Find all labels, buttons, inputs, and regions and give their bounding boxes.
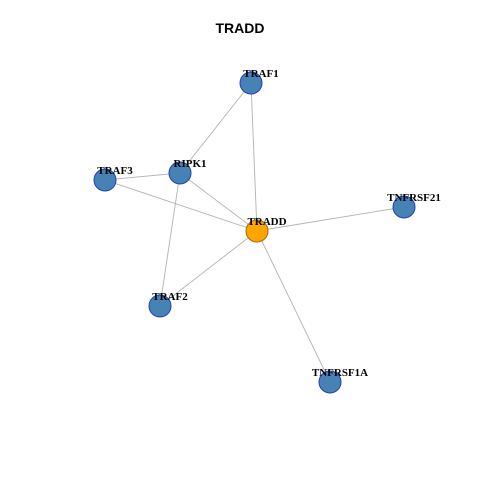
node-label-tnfrsf1a: TNFRSF1A — [312, 367, 368, 379]
graph-title: TRADD — [215, 20, 265, 36]
node-label-tradd: TRADD — [247, 216, 286, 228]
node-tnfrsf21[interactable] — [392, 195, 416, 219]
edge-layer — [104, 82, 405, 383]
node-layer — [93, 71, 416, 394]
edge-ripk1-tradd — [179, 172, 258, 232]
edge-ripk1-traf2 — [159, 172, 181, 307]
node-label-traf1: TRAF1 — [243, 68, 278, 80]
node-traf3[interactable] — [93, 168, 117, 192]
node-tnfrsf1a[interactable] — [318, 370, 342, 394]
node-label-traf3: TRAF3 — [97, 165, 133, 177]
edge-traf3-tradd — [104, 179, 258, 232]
edge-traf1-tradd — [250, 82, 258, 232]
node-label-tnfrsf21: TNFRSF21 — [387, 192, 441, 204]
edge-traf1-ripk1 — [179, 82, 252, 174]
edge-tradd-tnfrsf21 — [256, 206, 405, 232]
edge-traf2-tradd — [159, 230, 258, 307]
label-layer: TRADD TRAF1RIPK1TRAF3TNFRSF21TRAF2TNFRSF1… — [97, 68, 441, 379]
node-label-traf2: TRAF2 — [152, 291, 188, 303]
edge-tradd-tnfrsf1a — [256, 230, 331, 383]
node-traf2[interactable] — [148, 294, 172, 318]
node-tradd[interactable] — [245, 219, 269, 243]
node-ripk1[interactable] — [168, 161, 192, 185]
edge-traf3-ripk1 — [104, 172, 181, 181]
node-label-ripk1: RIPK1 — [174, 158, 207, 170]
node-traf1[interactable] — [239, 71, 263, 95]
